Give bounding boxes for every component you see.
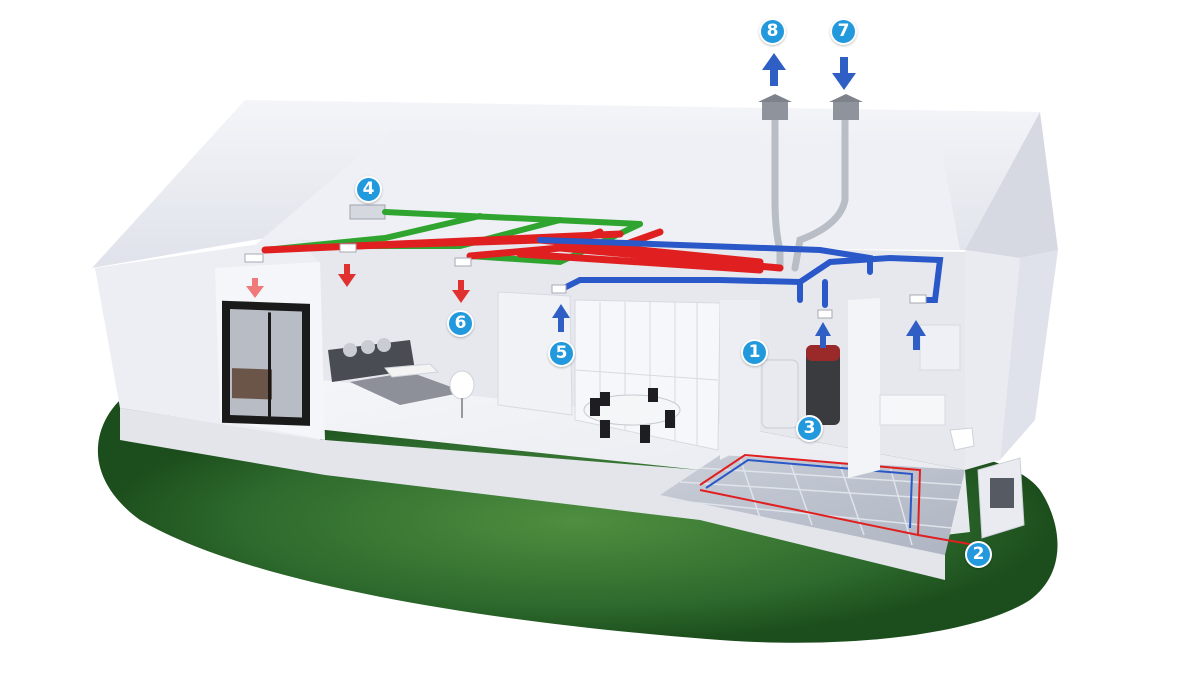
marker-6-supply-air: 6	[447, 310, 474, 337]
bathroom-mirror	[919, 324, 961, 371]
marker-1-heat-pump: 1	[741, 339, 768, 366]
bathroom-partition	[848, 298, 880, 478]
floor	[120, 380, 970, 535]
coffee-table	[384, 363, 440, 378]
toilet	[949, 427, 975, 451]
marker-5-extract-air: 5	[548, 340, 575, 367]
marker-4-distribution-box: 4	[355, 176, 382, 203]
underfloor-heating-pipe	[699, 453, 922, 537]
rug	[350, 372, 465, 405]
distribution-box	[349, 204, 386, 220]
arrow-down-red-living	[338, 264, 356, 287]
hot-water-tank	[761, 359, 799, 429]
arrow-down-intake-roof	[832, 57, 856, 90]
roof-hood-8	[762, 100, 788, 120]
arrow-down-red-bedroom	[246, 278, 264, 298]
roof-right	[965, 112, 1058, 258]
marker-3-water-heater: 3	[796, 415, 823, 442]
marker-2-outdoor-unit: 2	[965, 541, 992, 568]
right-end-wall	[965, 250, 1020, 470]
floor-slab	[120, 408, 945, 580]
marker-8-exhaust-air: 8	[759, 18, 786, 45]
dining-chairs	[590, 388, 675, 443]
ceiling-inner	[255, 130, 960, 250]
air-valves	[244, 243, 927, 319]
ventilation-heat-pump	[806, 345, 840, 425]
supply-airflow-arrows	[246, 264, 470, 303]
bathroom-vanity	[879, 394, 946, 426]
right-gable-wall	[1000, 250, 1058, 460]
arrow-up-blue-technical	[815, 322, 831, 348]
arrow-down-red-dining	[452, 280, 470, 303]
arrow-up-blue-bathroom	[906, 320, 926, 350]
extract-airflow-arrows	[552, 53, 926, 350]
kitchen-island	[497, 291, 573, 416]
marker-7-outdoor-air-intake: 7	[830, 18, 857, 45]
arrow-up-blue-kitchen	[552, 304, 570, 332]
roof-hood-7	[833, 100, 859, 120]
swan-chair	[449, 370, 475, 400]
technical-room-wall	[720, 300, 760, 460]
arrow-up-exhaust-roof	[762, 53, 786, 86]
